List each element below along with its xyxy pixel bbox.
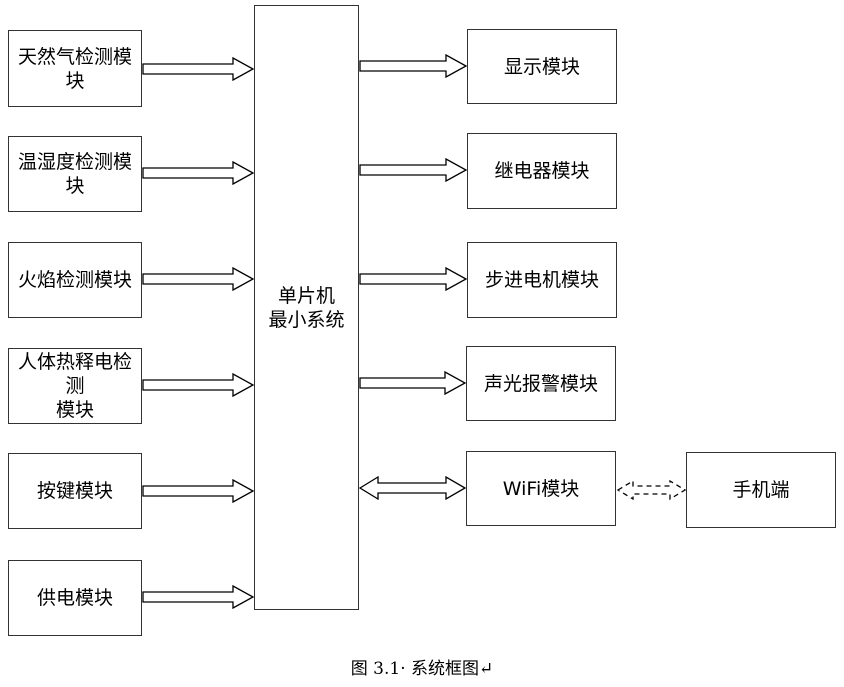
input-module-label-line2: 模块 bbox=[55, 399, 94, 421]
output-module-label: 步进电机模块 bbox=[484, 269, 599, 291]
output-module-label: 声光报警模块 bbox=[483, 372, 598, 395]
arrow-power-to-mcu bbox=[142, 584, 255, 610]
arrow-mcu-to-display bbox=[359, 53, 468, 79]
input-module-flame: 火焰检测模块 bbox=[8, 242, 142, 318]
phone-terminal: 手机端 bbox=[686, 452, 836, 528]
output-module-wifi: WiFi模块 bbox=[466, 451, 616, 526]
mcu-label-line1: 单片机 bbox=[277, 284, 335, 307]
arrow-wifi-phone-dashed bbox=[616, 479, 687, 501]
arrow-mcu-to-alarm bbox=[359, 370, 467, 396]
input-module-label: 按键模块 bbox=[36, 480, 113, 502]
input-module-label: 供电模块 bbox=[36, 587, 113, 609]
arrow-mcu-wifi-bidirectional bbox=[358, 475, 467, 501]
input-module-label: 天然气检测模块 bbox=[17, 45, 132, 92]
input-module-power: 供电模块 bbox=[8, 560, 142, 636]
phone-label: 手机端 bbox=[732, 479, 790, 501]
arrow-temp-humidity-to-mcu bbox=[142, 160, 255, 186]
output-module-stepper: 步进电机模块 bbox=[467, 242, 617, 318]
input-module-natural-gas: 天然气检测模块 bbox=[8, 30, 142, 107]
mcu-label-line2: 最小系统 bbox=[268, 308, 345, 331]
arrow-mcu-to-relay bbox=[359, 157, 468, 183]
output-module-display: 显示模块 bbox=[467, 29, 617, 104]
input-module-temp-humidity: 温湿度检测模块 bbox=[8, 136, 142, 212]
arrow-mcu-to-stepper bbox=[359, 266, 468, 292]
arrow-keys-to-mcu bbox=[142, 478, 255, 504]
figure-caption: 图 3.1· 系统框图↵ bbox=[350, 659, 494, 679]
input-module-keys: 按键模块 bbox=[8, 453, 142, 529]
output-module-relay: 继电器模块 bbox=[467, 133, 617, 209]
output-module-label: WiFi模块 bbox=[502, 477, 580, 500]
arrow-flame-to-mcu bbox=[142, 266, 255, 292]
arrow-natural-gas-to-mcu bbox=[142, 56, 255, 82]
output-module-alarm: 声光报警模块 bbox=[466, 346, 616, 421]
input-module-label: 火焰检测模块 bbox=[17, 269, 132, 291]
arrow-pir-to-mcu bbox=[142, 372, 255, 398]
input-module-pir: 人体热释电检测 模块 bbox=[8, 348, 142, 424]
input-module-label: 人体热释电检测 bbox=[17, 351, 132, 397]
output-module-label: 继电器模块 bbox=[494, 160, 590, 182]
mcu-min-system: 单片机 最小系统 bbox=[254, 5, 359, 610]
output-module-label: 显示模块 bbox=[503, 55, 580, 78]
input-module-label: 温湿度检测模块 bbox=[17, 151, 132, 197]
